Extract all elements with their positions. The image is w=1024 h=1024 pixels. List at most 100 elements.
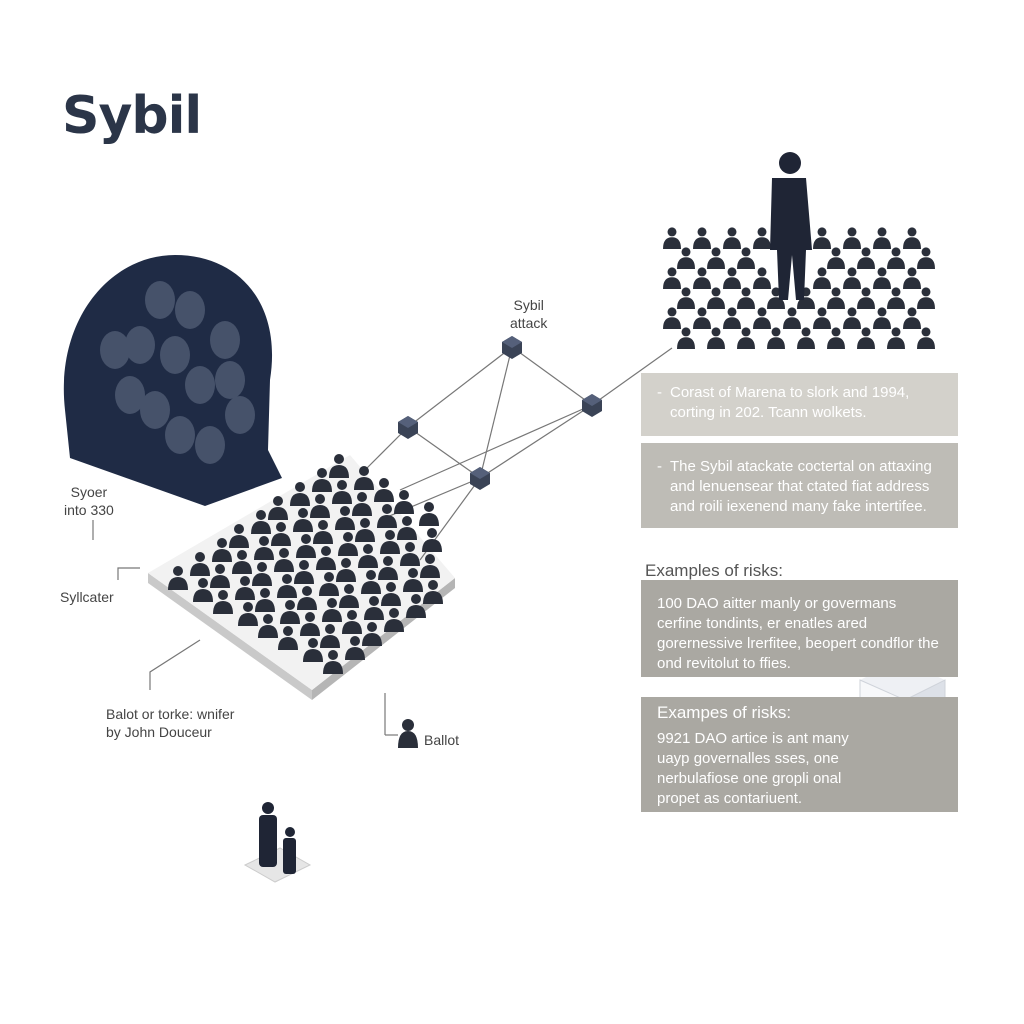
risks-heading: Examples of risks: <box>645 561 783 580</box>
person-icon <box>397 516 417 540</box>
person-icon <box>378 556 398 580</box>
face-icon <box>210 321 240 359</box>
risk-box-2: Exampes of risks:9921 DAO artice is ant … <box>641 697 958 812</box>
person-icon <box>887 247 905 269</box>
person-icon <box>313 520 333 544</box>
face-icon <box>115 376 145 414</box>
person-icon <box>723 227 741 249</box>
person-icon <box>280 600 300 624</box>
ballot-label: Ballot <box>424 732 460 748</box>
syllcater-label: Syllcater <box>60 589 114 605</box>
person-icon <box>293 508 313 532</box>
face-icon <box>145 281 175 319</box>
person-icon <box>903 307 921 329</box>
bullet: - <box>657 458 662 475</box>
info-text: The Sybil atackate coctertal on attaxing… <box>670 458 932 515</box>
face-icon <box>195 426 225 464</box>
person-icon <box>394 490 414 514</box>
person-icon <box>663 227 681 249</box>
sybil-identities <box>168 227 935 674</box>
person-icon <box>843 267 861 289</box>
person-icon <box>278 626 298 650</box>
network-node-icon <box>470 467 490 490</box>
network-node-icon <box>398 416 418 439</box>
person-icon <box>268 496 288 520</box>
person-icon <box>229 524 249 548</box>
person-icon <box>251 510 271 534</box>
person-icon <box>753 307 771 329</box>
person-icon <box>254 536 274 560</box>
person-icon <box>381 582 401 606</box>
person-icon <box>377 504 397 528</box>
person-icon <box>322 598 342 622</box>
person-icon <box>903 267 921 289</box>
platform-side <box>148 573 312 700</box>
person-icon <box>753 267 771 289</box>
person-icon <box>783 307 801 329</box>
person-icon <box>723 307 741 329</box>
person-icon <box>917 327 935 349</box>
person-icon <box>364 596 384 620</box>
person-icon <box>336 558 356 582</box>
person-icon <box>380 530 400 554</box>
person-icon <box>693 307 711 329</box>
person-icon <box>271 522 291 546</box>
faces-in-head <box>100 281 255 464</box>
person-icon <box>677 247 695 269</box>
person-icon <box>887 287 905 309</box>
person-icon <box>212 538 232 562</box>
person-icon <box>406 594 426 618</box>
person-icon <box>737 247 755 269</box>
person-icon <box>827 327 845 349</box>
person-icon <box>238 602 258 626</box>
sybil-attack-label: Sybil attack <box>510 297 548 331</box>
person-icon <box>361 570 381 594</box>
person-icon <box>193 578 213 602</box>
person-icon <box>358 544 378 568</box>
attacker-figure-icon <box>770 152 812 300</box>
person-icon <box>255 588 275 612</box>
face-icon <box>215 361 245 399</box>
person-icon <box>362 622 382 646</box>
person-icon <box>843 227 861 249</box>
person-icon <box>422 528 442 552</box>
person-icon <box>827 247 845 269</box>
person-icon <box>857 327 875 349</box>
person-icon <box>332 480 352 504</box>
person-icon <box>707 287 725 309</box>
person-icon <box>707 247 725 269</box>
person-icon <box>873 267 891 289</box>
person-icon <box>887 327 905 349</box>
person-icon <box>813 307 831 329</box>
person-icon <box>352 492 372 516</box>
crowd-head-silhouette <box>63 255 283 506</box>
person-icon <box>355 518 375 542</box>
person-icon <box>290 482 310 506</box>
face-icon <box>100 331 130 369</box>
person-icon <box>232 550 252 574</box>
person-icon <box>319 572 339 596</box>
person-icon <box>903 227 921 249</box>
network-edges <box>92 346 673 736</box>
person-icon <box>693 227 711 249</box>
person-icon <box>400 542 420 566</box>
person-icon <box>403 568 423 592</box>
person-icon <box>329 454 349 478</box>
person-icon <box>707 327 725 349</box>
person-icon <box>297 586 317 610</box>
face-icon <box>175 291 205 329</box>
person-icon <box>813 267 831 289</box>
person-icon <box>296 534 316 558</box>
bullet: - <box>657 384 662 401</box>
person-icon <box>374 478 394 502</box>
person-icon <box>303 638 323 662</box>
person-icon <box>312 468 332 492</box>
person-icon <box>663 267 681 289</box>
info-box-2: -The Sybil atackate coctertal on attaxin… <box>641 443 958 528</box>
person-icon <box>323 650 343 674</box>
small-platform <box>243 847 312 883</box>
person-icon <box>693 267 711 289</box>
person-icon <box>873 307 891 329</box>
page-title: Sybil <box>62 86 202 146</box>
